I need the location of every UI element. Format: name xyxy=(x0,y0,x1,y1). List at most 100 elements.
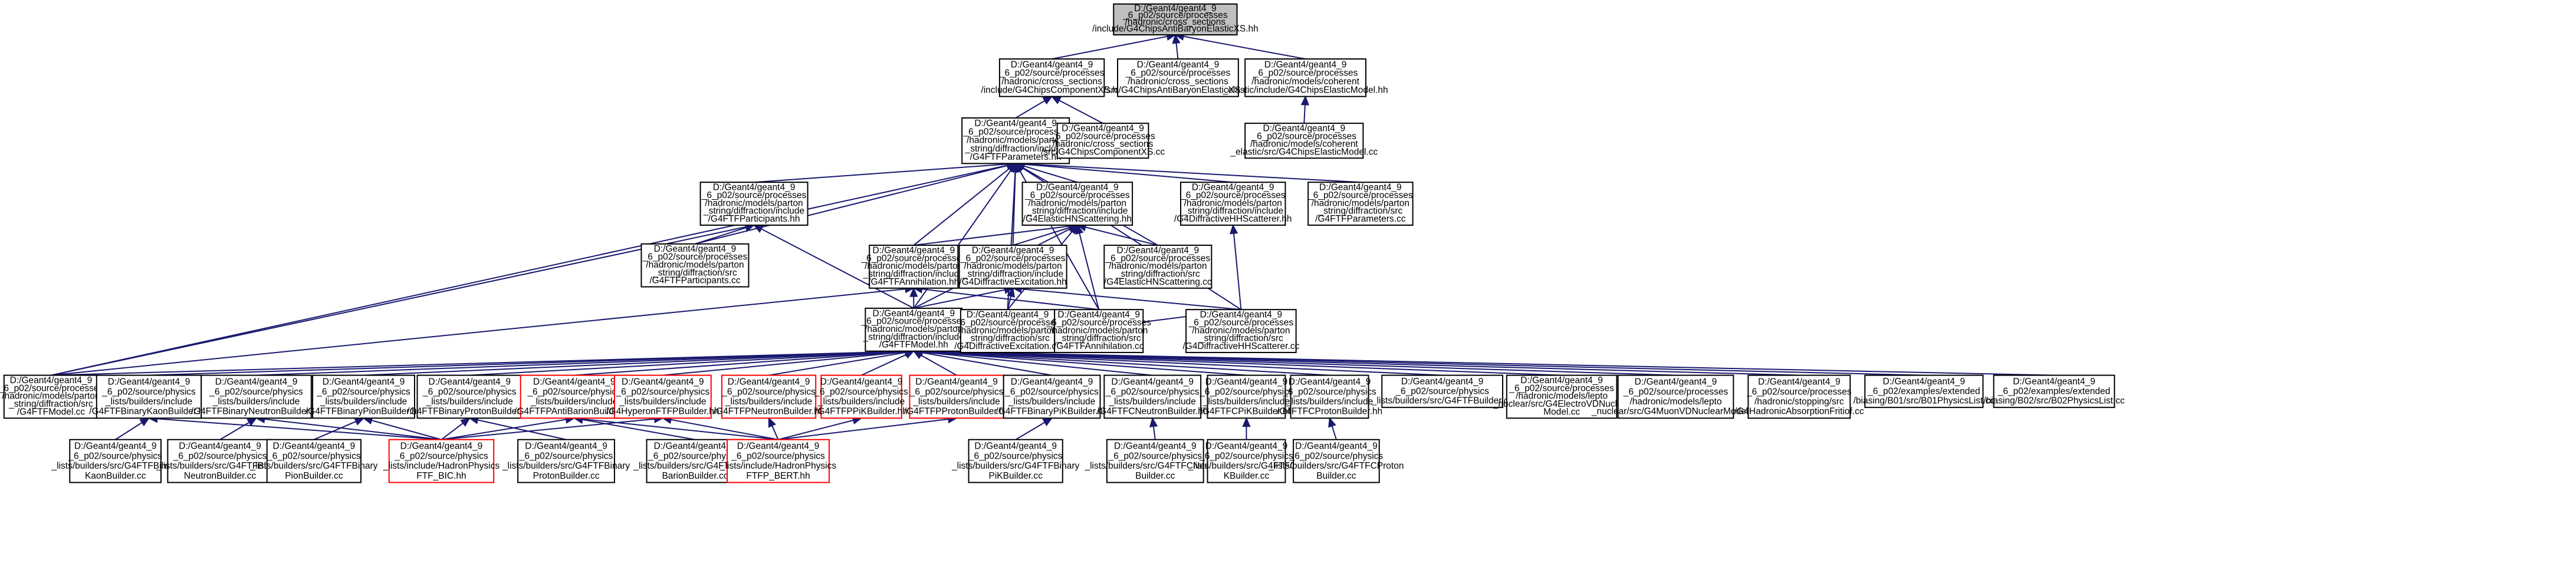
file-node-n5[interactable]: D:/Geant4/geant4_9_6_p02/source/processe… xyxy=(1041,123,1165,159)
node-box xyxy=(960,309,1056,353)
file-node-n10[interactable]: D:/Geant4/geant4_9_6_p02/source/processe… xyxy=(1307,182,1414,226)
node-label-line: _nuclear/src/G4ElectroVDNuclear xyxy=(1493,399,1631,409)
node-label-line: _lists/builders/src/G4FTFCPi xyxy=(1188,461,1305,471)
file-node-n7[interactable]: D:/Geant4/geant4_9_6_p02/source/processe… xyxy=(699,182,809,226)
node-label-line: D:/Geant4/geant4_9 xyxy=(622,377,704,387)
file-node-n19[interactable]: D:/Geant4/geant4_9_6_p02/source/processe… xyxy=(0,374,103,419)
node-label-line: D:/Geant4/geant4_9 xyxy=(972,245,1054,255)
file-node-n41[interactable]: D:/Geant4/geant4_9_6_p02/source/physics_… xyxy=(249,439,378,483)
node-label-line: /biasing/B01/src/B01PhysicsList.cc xyxy=(1854,396,1995,406)
file-node-n16[interactable]: D:/Geant4/geant4_9_6_p02/source/processe… xyxy=(954,309,1061,353)
node-label-line: _string/diffraction/include xyxy=(863,332,964,342)
file-node-n27[interactable]: D:/Geant4/geant4_9_6_p02/source/physics_… xyxy=(814,374,908,419)
node-box xyxy=(958,245,1067,289)
node-box xyxy=(1307,182,1414,226)
node-box xyxy=(520,374,629,419)
edge-n15-to-n13 xyxy=(914,289,1006,309)
file-node-n29[interactable]: D:/Geant4/geant4_9_6_p02/source/physics_… xyxy=(995,374,1108,419)
edge-arrowhead xyxy=(1075,224,1084,235)
file-node-n21[interactable]: D:/Geant4/geant4_9_6_p02/source/physics_… xyxy=(191,374,321,419)
file-node-n26[interactable]: D:/Geant4/geant4_9_6_p02/source/physics_… xyxy=(714,374,824,419)
file-node-n42[interactable]: D:/Geant4/geant4_9_6_p02/source/physics_… xyxy=(383,439,500,483)
node-box xyxy=(167,439,273,483)
file-node-n25[interactable]: D:/Geant4/geant4_9_6_p02/source/physics_… xyxy=(606,374,719,419)
edge-arrowhead xyxy=(1050,95,1062,104)
node-box xyxy=(721,374,817,419)
node-label-line: D:/Geant4/geant4_9 xyxy=(2013,377,2095,387)
edge-n11-to-n7 xyxy=(695,227,747,245)
file-node-n34[interactable]: D:/Geant4/geant4_9_6_p02/source/processe… xyxy=(1493,374,1631,419)
file-node-n36[interactable]: D:/Geant4/geant4_9_6_p02/source/processe… xyxy=(1734,374,1864,419)
edge-n39-to-n20 xyxy=(115,422,143,440)
file-node-n45[interactable]: D:/Geant4/geant4_9_6_p02/source/physics_… xyxy=(719,439,837,483)
node-label-line: /hadronic/models/parton xyxy=(1050,325,1148,335)
edge-n38-to-n15 xyxy=(922,350,2055,376)
node-label-line: D:/Geant4/geant4_9 xyxy=(1057,310,1140,320)
node-label-line: Model.cc xyxy=(1543,407,1580,417)
file-node-n49[interactable]: D:/Geant4/geant4_9_6_p02/source/physics_… xyxy=(1268,439,1404,483)
node-label-line: /G4DiffractiveHHScatterer.hh xyxy=(1174,214,1292,224)
file-node-n23[interactable]: D:/Geant4/geant4_9_6_p02/source/physics_… xyxy=(407,374,532,419)
file-node-n13[interactable]: D:/Geant4/geant4_9_6_p02/source/processe… xyxy=(958,245,1067,289)
file-node-n31[interactable]: D:/Geant4/geant4_9_6_p02/source/physics_… xyxy=(1199,374,1293,419)
file-node-n8[interactable]: D:/Geant4/geant4_9_6_p02/source/processe… xyxy=(1021,182,1133,226)
file-node-n39[interactable]: D:/Geant4/geant4_9_6_p02/source/physics_… xyxy=(51,439,179,483)
node-label-line: /G4FTFPPiKBuilder.hh xyxy=(815,407,908,417)
node-label-line: _string/diffraction/include xyxy=(1182,206,1283,216)
node-box xyxy=(727,439,830,483)
node-label-line: D:/Geant4/geant4_9 xyxy=(967,310,1049,320)
node-label-line: /src/G4ChipsAntiBaryonElasticXS.cc xyxy=(1104,85,1253,95)
file-node-n40[interactable]: D:/Geant4/geant4_9_6_p02/source/physics_… xyxy=(156,439,284,483)
edge-n24-to-n15 xyxy=(574,351,906,376)
file-node-n9[interactable]: D:/Geant4/geant4_9_6_p02/source/processe… xyxy=(1174,182,1292,226)
node-label-line: _6_p02/source/physics xyxy=(1395,386,1489,396)
file-node-n33[interactable]: D:/Geant4/geant4_9_6_p02/source/physics_… xyxy=(1371,374,1513,409)
file-node-n3[interactable]: D:/Geant4/geant4_9_6_p02/source/processe… xyxy=(1223,58,1388,97)
edge-arrowhead xyxy=(460,417,471,427)
node-label-line: _6_p02/source/physics xyxy=(1282,387,1376,397)
file-node-n24[interactable]: D:/Geant4/geant4_9_6_p02/source/physics_… xyxy=(514,374,634,419)
node-label-line: D:/Geant4/geant4_9 xyxy=(1114,442,1197,452)
node-label-line: FTFP_BERT.hh xyxy=(746,471,810,481)
node-label-line: /hadronic/models/parton xyxy=(865,261,962,271)
file-node-n32[interactable]: D:/Geant4/geant4_9_6_p02/source/physics_… xyxy=(1277,374,1382,419)
edge-n42-to-n20 xyxy=(157,418,442,440)
node-label-line: /G4FTFPProtonBuilder.hh xyxy=(904,407,1009,417)
file-node-n14[interactable]: D:/Geant4/geant4_9_6_p02/source/processe… xyxy=(1103,245,1213,289)
file-node-n35[interactable]: D:/Geant4/geant4_9_6_p02/source/processe… xyxy=(1591,374,1760,419)
node-label-line: _6_p02/source/processes xyxy=(1253,68,1358,78)
file-node-n11[interactable]: D:/Geant4/geant4_9_6_p02/source/processe… xyxy=(640,243,750,288)
node-label-line: _6_p02/source/processes xyxy=(0,383,103,393)
file-node-n30[interactable]: D:/Geant4/geant4_9_6_p02/source/physics_… xyxy=(1097,374,1208,419)
node-label-line: _string/diffraction/include xyxy=(863,269,964,279)
file-node-n2[interactable]: D:/Geant4/geant4_9_6_p02/source/processe… xyxy=(1104,58,1253,97)
node-label-line: /G4DiffractiveHHScatterer.cc xyxy=(1182,341,1299,351)
node-label-line: /G4FTFCPiKBuilder.hh xyxy=(1200,407,1293,417)
node-label-line: _lists/builders/include xyxy=(817,397,905,407)
node-box xyxy=(69,439,162,483)
file-node-n15[interactable]: D:/Geant4/geant4_9_6_p02/source/processe… xyxy=(861,307,967,352)
file-node-n22[interactable]: D:/Geant4/geant4_9_6_p02/source/physics_… xyxy=(305,374,422,419)
file-node-n6[interactable]: D:/Geant4/geant4_9_6_p02/source/processe… xyxy=(1230,123,1378,159)
edge-arrowhead xyxy=(1007,286,1015,298)
node-label-line: _lists/include/HadronPhysics xyxy=(383,461,500,471)
file-node-n1[interactable]: D:/Geant4/geant4_9_6_p02/source/processe… xyxy=(981,58,1123,97)
file-node-n28[interactable]: D:/Geant4/geant4_9_6_p02/source/physics_… xyxy=(904,374,1009,419)
edge-n40-to-n21 xyxy=(219,421,249,440)
file-node-n38[interactable]: D:/Geant4/geant4_9_6_p02/examples/extend… xyxy=(1983,374,2125,409)
node-label-line: /G4FTFAnnihilation.cc xyxy=(1054,341,1144,351)
node-label-line: D:/Geant4/geant4_9 xyxy=(1192,183,1274,193)
edge-n45-to-n27 xyxy=(778,419,854,440)
file-node-n43[interactable]: D:/Geant4/geant4_9_6_p02/source/physics_… xyxy=(502,439,630,483)
node-label-line: /G4FTFBinaryKaonBuilder.hh xyxy=(89,407,208,417)
edge-n30-to-n15 xyxy=(922,351,1153,376)
file-node-n18[interactable]: D:/Geant4/geant4_9_6_p02/source/processe… xyxy=(1182,309,1300,353)
file-node-n12[interactable]: D:/Geant4/geant4_9_6_p02/source/processe… xyxy=(861,245,967,289)
file-node-n37[interactable]: D:/Geant4/geant4_9_6_p02/examples/extend… xyxy=(1854,374,1995,409)
edge-n31-to-n15 xyxy=(922,351,1247,376)
file-node-n48[interactable]: D:/Geant4/geant4_9_6_p02/source/physics_… xyxy=(1188,439,1305,483)
file-node-n17[interactable]: D:/Geant4/geant4_9_6_p02/source/processe… xyxy=(1046,309,1151,353)
file-node-n46[interactable]: D:/Geant4/geant4_9_6_p02/source/physics_… xyxy=(951,439,1080,483)
file-node-n4[interactable]: D:/Geant4/geant4_9_6_p02/source/processe… xyxy=(961,117,1070,164)
file-node-n47[interactable]: D:/Geant4/geant4_9_6_p02/source/physics_… xyxy=(1084,439,1225,483)
